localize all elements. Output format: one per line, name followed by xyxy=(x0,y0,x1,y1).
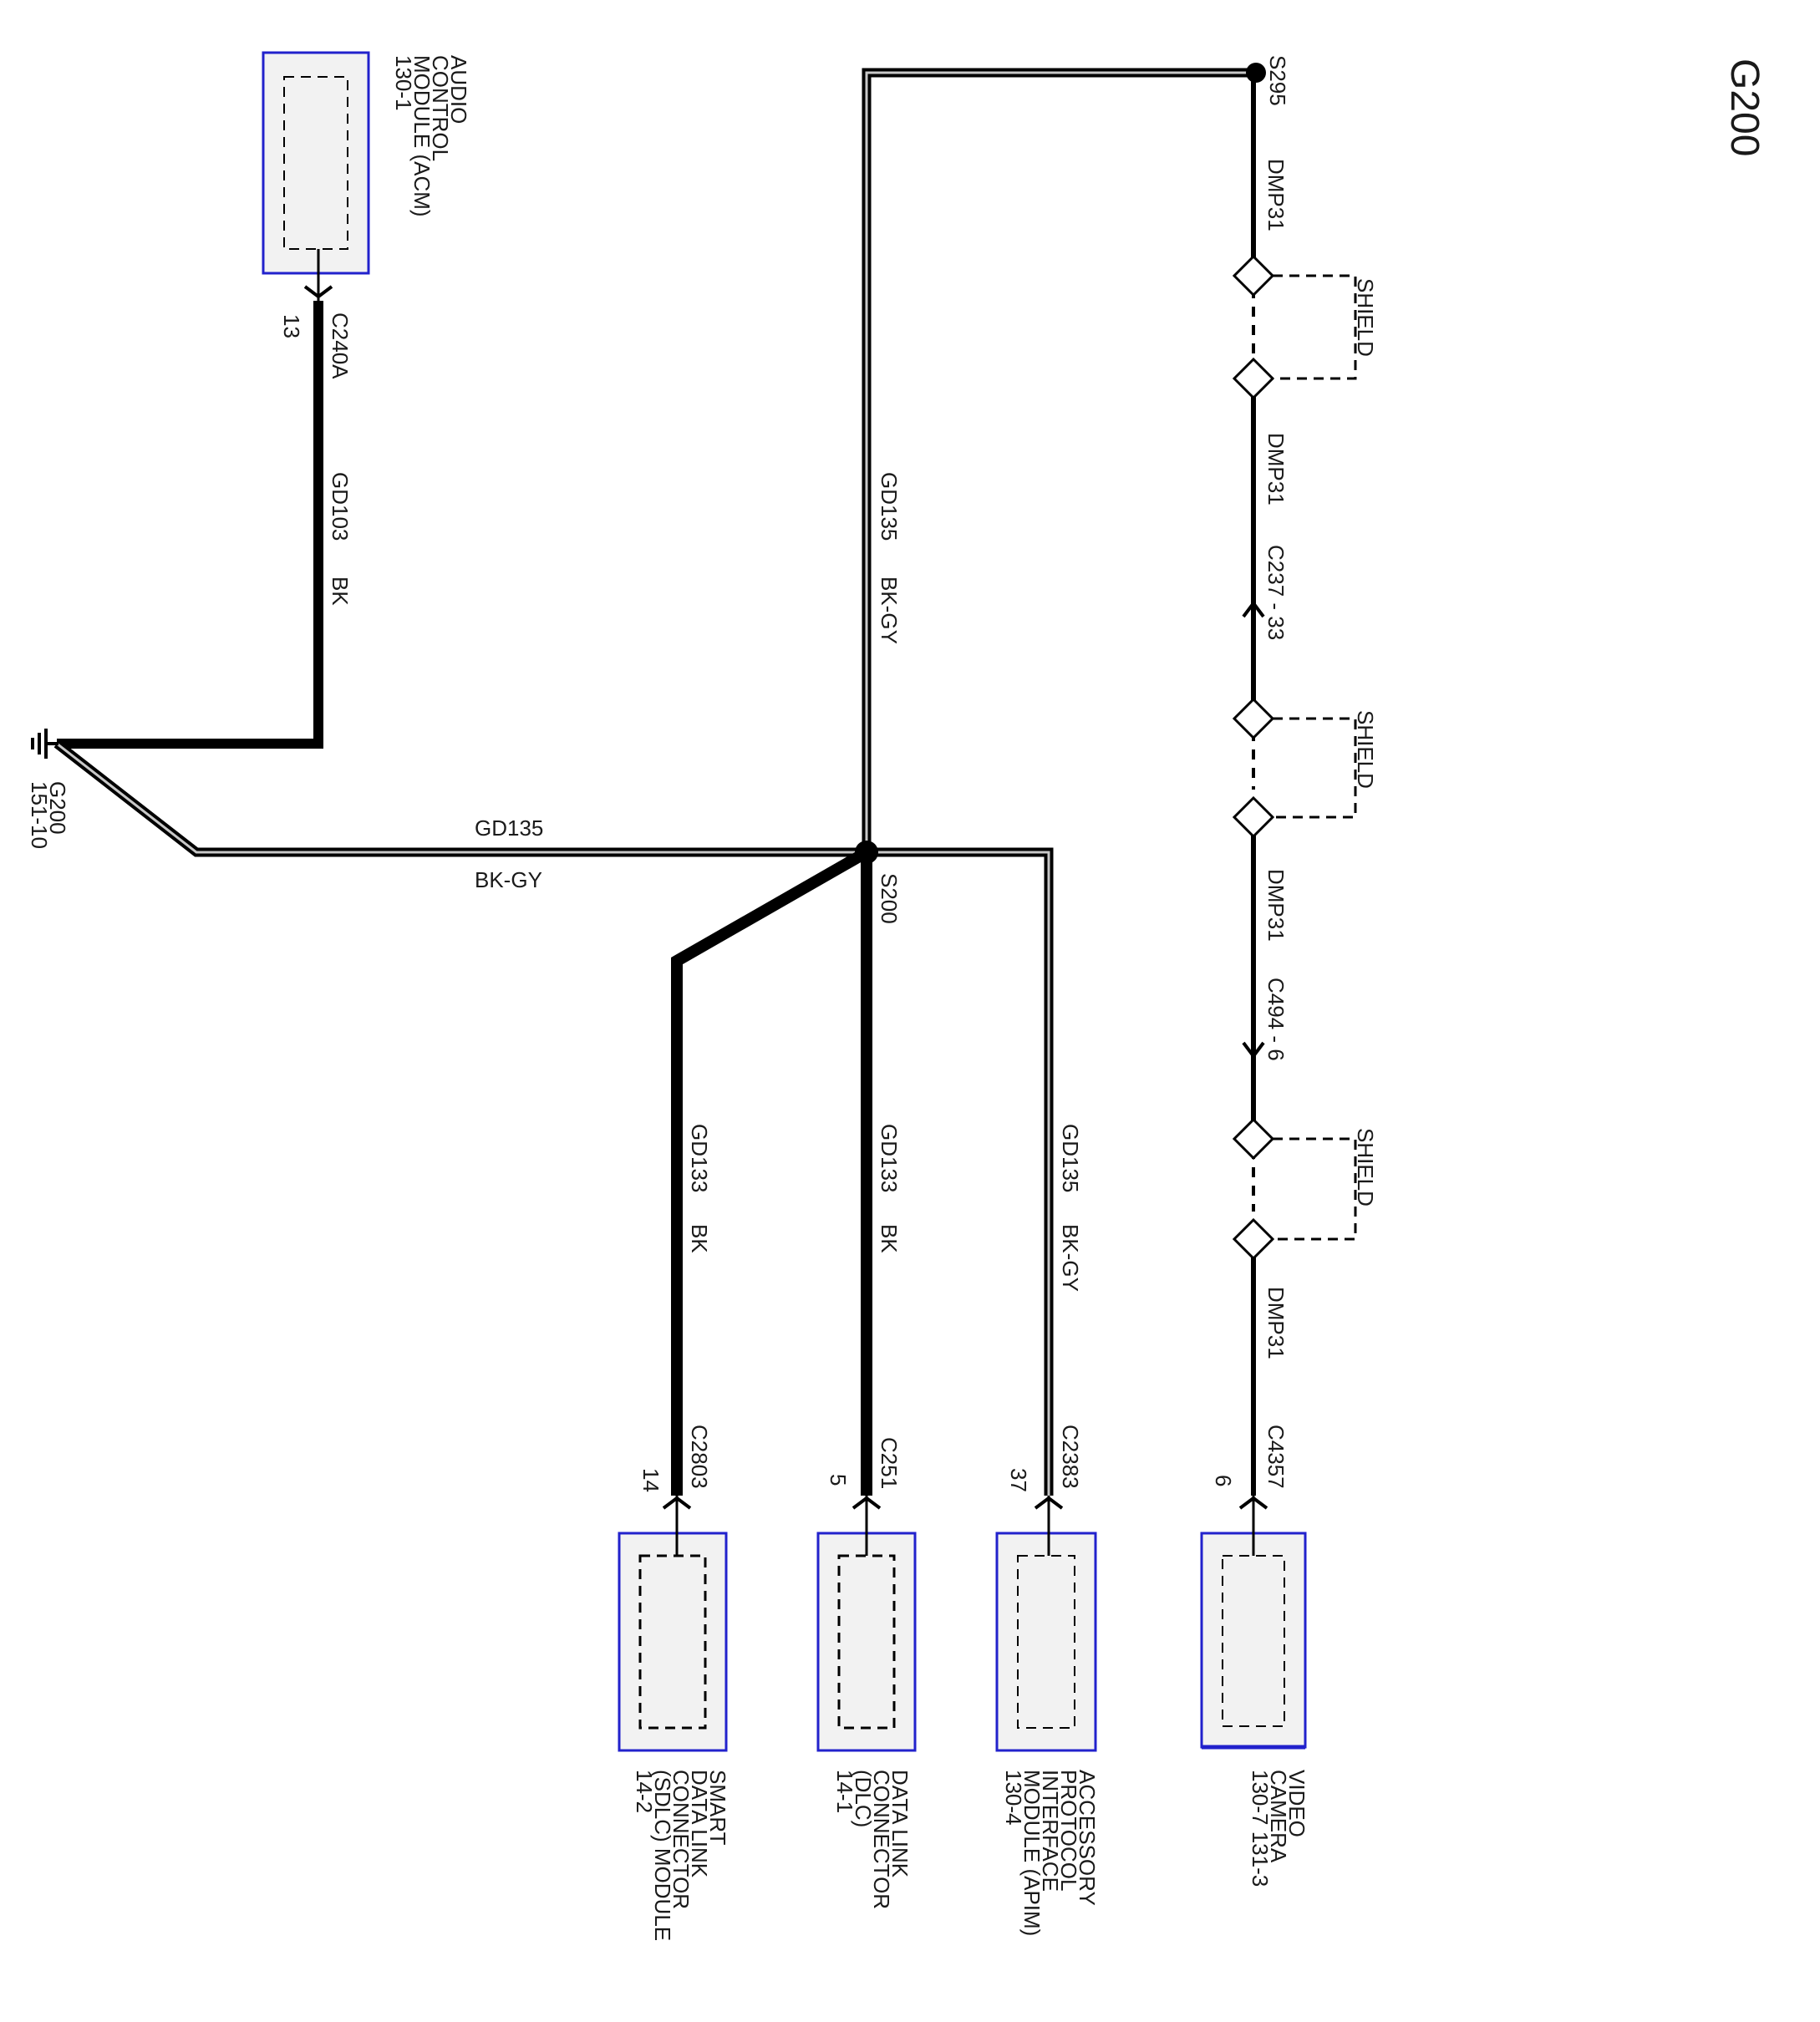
apim-label-line: 130-4 xyxy=(1001,1770,1026,1826)
gd135-apim-circuit-label: GD135 xyxy=(1058,1124,1083,1192)
gd135-main-color-label: BK-GY xyxy=(475,867,542,892)
sdlc-label-line: (SDLC) MODULE xyxy=(650,1770,675,1941)
acm-label-line: MODULE (ACM) xyxy=(409,55,435,217)
acm-label-line: CONTROL xyxy=(428,55,453,161)
dlc-label-line: (DLC) xyxy=(851,1770,876,1827)
ground-icon xyxy=(31,729,58,759)
apim-connector-label: C2383 xyxy=(1058,1425,1083,1489)
camera-label: VIDEO CAMERA 130-7 131-3 xyxy=(1248,1770,1309,1887)
dmp31-label: DMP31 xyxy=(1263,1287,1289,1359)
c237-label: C237 - 33 xyxy=(1263,545,1289,640)
wire-gd135-to-s295[interactable] xyxy=(862,68,1253,852)
dmp31-label: DMP31 xyxy=(1263,433,1289,506)
wire-gd103[interactable] xyxy=(57,301,323,749)
apim-label-line: MODULE (APIM) xyxy=(1019,1770,1045,1936)
dlc-pin-label: 5 xyxy=(826,1474,851,1486)
gd135-main-circuit-label: GD135 xyxy=(475,815,543,841)
shield-3 xyxy=(1232,1117,1357,1261)
connector-fork-icon xyxy=(1034,1496,1064,1510)
camera-label-line: CAMERA xyxy=(1266,1770,1291,1863)
dlc-label-line: DATA LINK xyxy=(887,1770,913,1878)
shield-1 xyxy=(1232,254,1357,400)
acm-label-line: AUDIO xyxy=(446,55,471,124)
gd135-s295-circuit-label: GD135 xyxy=(877,472,902,541)
apim-label-line: PROTOCOL xyxy=(1056,1770,1081,1891)
camera-connector-label: C4357 xyxy=(1263,1425,1289,1489)
wire-gd133-sdlc[interactable] xyxy=(671,846,870,1496)
acm-label: AUDIO CONTROL MODULE (ACM) 130-1 xyxy=(391,55,471,217)
dlc-label: DATA LINK CONNECTOR (DLC) 14-1 xyxy=(832,1770,913,1909)
gd135-s295-color-label: BK-GY xyxy=(877,577,902,644)
splice-labels: S295 S200 G200 151-10 xyxy=(27,55,1290,924)
ground-label: G200 xyxy=(45,781,70,835)
wire-labels: GD103 BK GD135 BK-GY GD135 BK-GY GD133 B… xyxy=(328,472,1083,1292)
gd133-dlc-color-label: BK xyxy=(877,1224,902,1253)
dmp31-label: DMP31 xyxy=(1263,869,1289,942)
s200-label: S200 xyxy=(877,873,902,924)
s295-label: S295 xyxy=(1265,55,1290,106)
gd133-sdlc-circuit-label: GD133 xyxy=(687,1124,712,1192)
shield-2 xyxy=(1232,697,1357,839)
c494-label: C494 - 6 xyxy=(1263,978,1289,1061)
acm-connector-label: C240A xyxy=(328,312,353,379)
module-camera[interactable] xyxy=(1200,1496,1307,1750)
gd135-apim-color-label: BK-GY xyxy=(1058,1224,1083,1292)
c494-chevron-icon xyxy=(1242,1041,1265,1059)
splice-s295[interactable] xyxy=(1246,63,1266,83)
ground-ref-label: 151-10 xyxy=(27,781,52,849)
connector-fork-icon xyxy=(662,1496,692,1510)
dlc-label-line: 14-1 xyxy=(832,1770,857,1813)
wire-gd135-main[interactable] xyxy=(53,739,867,857)
sdlc-label-line: SMART xyxy=(705,1770,730,1846)
shield-label: SHIELD xyxy=(1353,278,1378,357)
camera-label-line: VIDEO xyxy=(1284,1770,1309,1837)
connector-fork-icon xyxy=(1238,1496,1268,1510)
gd103-circuit-label: GD103 xyxy=(328,472,353,541)
wire-group xyxy=(53,68,1253,1496)
apim-label: ACCESSORY PROTOCOL INTERFACE MODULE (API… xyxy=(1001,1770,1100,1936)
gd133-sdlc-color-label: BK xyxy=(687,1224,712,1253)
connector-labels: C240A 13 C2803 14 C251 5 C2383 37 C4357 … xyxy=(279,312,1289,1492)
sdlc-label-line: 14-2 xyxy=(632,1770,657,1813)
splice-s200[interactable] xyxy=(855,841,878,864)
module-apim[interactable] xyxy=(995,1496,1097,1752)
gd133-dlc-circuit-label: GD133 xyxy=(877,1124,902,1192)
sdlc-label-line: CONNECTOR xyxy=(669,1770,694,1909)
page-title: G200 xyxy=(1722,58,1767,156)
connector-fork-icon xyxy=(852,1496,882,1510)
dmp31-label: DMP31 xyxy=(1263,159,1289,231)
sdlc-label: SMART DATA LINK CONNECTOR (SDLC) MODULE … xyxy=(632,1770,730,1941)
sdlc-connector-label: C2803 xyxy=(687,1425,712,1489)
connector-fork-icon xyxy=(303,285,333,299)
apim-pin-label: 37 xyxy=(1006,1468,1031,1492)
camera-pin-label: 6 xyxy=(1211,1475,1236,1486)
acm-pin-label: 13 xyxy=(279,314,304,338)
gd103-color-label: BK xyxy=(328,577,353,606)
drain-labels: DMP31 DMP31 DMP31 DMP31 SHIELD SHIELD SH… xyxy=(1263,159,1378,1359)
dlc-label-line: CONNECTOR xyxy=(869,1770,894,1909)
apim-label-line: INTERFACE xyxy=(1038,1770,1063,1892)
shield-group xyxy=(1232,254,1357,1261)
shield-label: SHIELD xyxy=(1353,1128,1378,1207)
c237-chevron-icon xyxy=(1242,600,1265,618)
camera-label-line: 130-7 131-3 xyxy=(1248,1770,1273,1887)
module-dlc[interactable] xyxy=(816,1496,917,1752)
module-acm[interactable] xyxy=(262,51,370,301)
sdlc-pin-label: 14 xyxy=(638,1468,663,1492)
inline-connector-group xyxy=(1242,600,1265,1059)
shield-label: SHIELD xyxy=(1353,710,1378,789)
acm-label-line: 130-1 xyxy=(391,55,416,111)
apim-label-line: ACCESSORY xyxy=(1075,1770,1100,1906)
module-sdlc[interactable] xyxy=(618,1496,728,1752)
dlc-connector-label: C251 xyxy=(877,1437,902,1489)
sdlc-label-line: DATA LINK xyxy=(687,1770,712,1878)
